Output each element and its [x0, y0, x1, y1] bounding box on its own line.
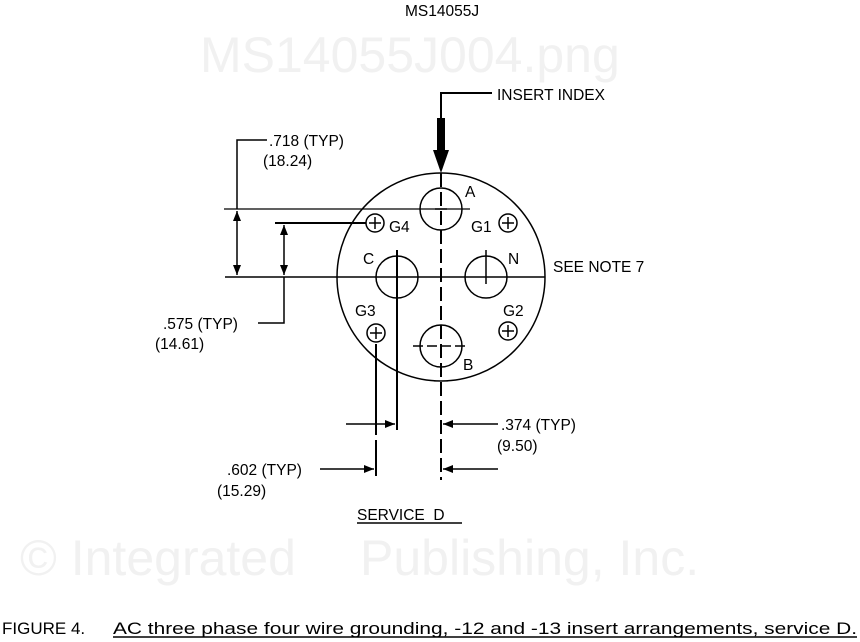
insert-index-shaft	[437, 118, 445, 150]
pin-g2	[498, 321, 518, 341]
pin-g4	[365, 213, 385, 233]
insert-index-arrowhead	[433, 150, 449, 173]
watermark: © Integrated Publishing, Inc. MS14055J00…	[20, 27, 699, 586]
pin-g2-label: G2	[503, 303, 524, 320]
insert-index-leader	[440, 92, 492, 150]
figure-caption: AC three phase four wire grounding, -12 …	[113, 619, 857, 638]
pin-n	[464, 250, 508, 299]
pin-c	[375, 250, 419, 430]
pin-c-label: C	[363, 251, 374, 268]
dim-575-leader	[258, 277, 285, 324]
dim-718-mm-label: (18.24)	[263, 153, 312, 170]
pin-a-label: A	[465, 184, 476, 201]
dim-718-label: .718 (TYP)	[269, 133, 344, 150]
dim-718-leader	[236, 139, 267, 209]
pin-n-label: N	[508, 251, 519, 268]
see-note-label: SEE NOTE 7	[553, 259, 644, 276]
pin-g4-label: G4	[389, 219, 410, 236]
watermark-line-2: Publishing, Inc.	[360, 530, 699, 586]
insert-index-label: INSERT INDEX	[497, 87, 606, 104]
figure-number: FIGURE 4.	[2, 619, 85, 638]
pin-b	[413, 324, 469, 368]
pin-a	[419, 187, 463, 231]
pin-g3	[366, 323, 386, 476]
dim-575-label: .575 (TYP)	[163, 316, 238, 333]
pin-g1	[498, 213, 518, 233]
watermark-line-3: MS14055J004.png	[200, 27, 620, 83]
pin-g1-label: G1	[471, 219, 492, 236]
dim-602-mm-label: (15.29)	[217, 483, 266, 500]
dim-374-mm-label: (9.50)	[497, 438, 538, 455]
doc-id-title: MS14055J	[405, 3, 479, 20]
watermark-line-1: © Integrated	[20, 530, 296, 586]
pin-b-label: B	[463, 357, 473, 374]
service-label: SERVICE D	[357, 507, 445, 524]
pin-g3-label: G3	[355, 303, 376, 320]
dim-575-mm-label: (14.61)	[155, 336, 204, 353]
dim-602-label: .602 (TYP)	[227, 462, 302, 479]
dim-374-label: .374 (TYP)	[501, 417, 576, 434]
